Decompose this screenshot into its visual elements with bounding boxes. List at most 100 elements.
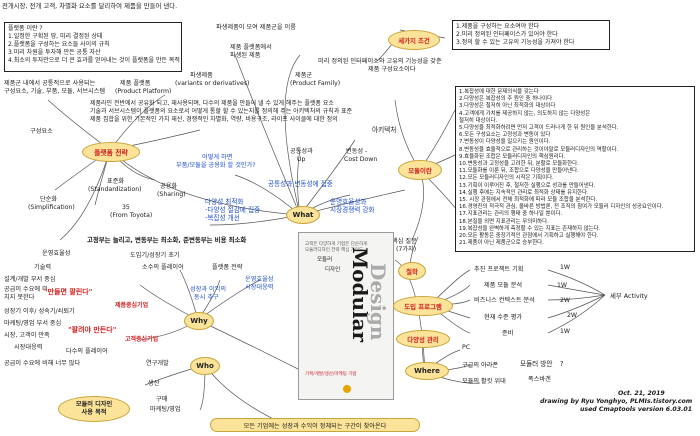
vw-mqb: 폭스바겐	[528, 376, 551, 383]
fixed-cost2: Up	[297, 156, 306, 163]
platform-def-line: 1.일정한 구획된 땅, 미리 결정된 상태	[8, 33, 103, 40]
why-label: Why	[190, 317, 208, 325]
tech: 기술력	[34, 264, 52, 271]
top-note: 전개시장, 전개 고객, 차별화 요소를 달리하여 제품을 만들어 낸다.	[2, 2, 178, 10]
philosophy-node[interactable]: 철학	[398, 262, 426, 280]
intro-program-node[interactable]: 도입 프로그램	[393, 296, 453, 316]
credit-tool: used Cmaptools version 6.03.01	[580, 406, 693, 413]
modular-purpose-node[interactable]: 모듈러 디자인 사용 목적	[58, 396, 130, 422]
variable-cost: 변동성 -	[346, 148, 368, 155]
modular-plan-q: ?	[560, 360, 564, 368]
product-platform-en: (Product Platform)	[115, 88, 172, 95]
supply2: 치지 못한다	[4, 294, 35, 301]
who-node[interactable]: Who	[190, 357, 220, 375]
platform-definition-box: 플랫폼 이란 ? 1.일정한 구획된 땅, 미리 결정된 상태 2.플랫폼을 구…	[4, 22, 182, 72]
biz-analysis: 비즈니스 컨텍스트 분석	[474, 297, 535, 304]
modular-benefit-node[interactable]: 모듈이란	[398, 160, 442, 180]
principle-line: 18.본질을 외면 지표관리는 무의미하다.	[459, 218, 549, 225]
variety-opt: 다양성 최적화	[205, 198, 244, 206]
simplification-en: (Simplification)	[28, 204, 75, 211]
variable-cost2: Cost Down	[344, 156, 378, 163]
where-node[interactable]: Where	[405, 362, 449, 380]
core-question2: (7가지)	[396, 246, 417, 253]
principle-line: 4.고객에게 가치를 제공하지 않는, 의도하지 않는 다양성은	[459, 110, 591, 117]
make-fast: "만들면 팔린다"	[44, 288, 93, 296]
core-question: 핵심 질문	[392, 238, 417, 245]
ops2: 시장경쟁력 강화	[330, 206, 375, 214]
pc: PC	[462, 344, 471, 351]
book-title-block: Modular Design	[348, 247, 391, 367]
principle-line: 14.실행 후에는 지속적인 관리로 최적화 상태를 유지한다.	[459, 189, 589, 196]
intro-program-label: 도입 프로그램	[404, 302, 442, 311]
product-platform-def: 제품군 내에서 공통적으로 사용되는	[4, 80, 96, 87]
book-small3: 모듈러디자인 전략 핵심 가이드	[305, 248, 364, 253]
book-sub1: 모듈러	[317, 257, 333, 263]
marketing: 마케팅/영업 부서 중심	[4, 320, 62, 327]
principle-line: 3.다양성은 철저히 아닌 최적화의 대상이다	[459, 103, 556, 110]
standardization-en: (Standardization)	[88, 186, 142, 193]
design-dev: 설계/개발 부서 중심	[4, 276, 56, 283]
platform-para3: 제품 집합을 위한 기본적인 가치 재산, 경쟁적인 차별화, 역량, 비용구조…	[90, 116, 338, 123]
platform-def-line: 플랫폼 이란 ?	[8, 25, 43, 32]
growth-pursuit: 성장과 이익의	[190, 286, 227, 293]
principle-line: 6.모든 구성요소는 고정성과 변동이 있다	[459, 132, 551, 139]
product-strategy: 플랫폼 전략	[212, 264, 243, 271]
fixed-cost: 공통성과	[290, 148, 313, 155]
product-platform-def2: 구성요소, 기술, 부품, 모듈, 서브시스템	[4, 88, 106, 95]
supply: 공급이 수요에 미	[4, 286, 48, 293]
modular-plan: 모듈러 방안	[520, 360, 553, 368]
why-node[interactable]: Why	[184, 312, 214, 330]
principle-line: 2.다양성은 복잡성의 주 원인 중 하나이다	[459, 96, 553, 103]
platform-strategy-node[interactable]: 플랫폼 전략	[82, 142, 140, 162]
derivative2: 파생된 제품	[230, 52, 261, 59]
book-small1: 고객은 다양하게 기업은 단순하게	[305, 242, 368, 247]
variety-mgmt-node[interactable]: 다양성 관리	[396, 330, 450, 348]
where-label: Where	[414, 367, 440, 375]
center-bar: 고정부는 늘리고, 변동부는 최소화, 준변동부는 비용 최소화	[87, 236, 247, 244]
many-sales: 다수의 플레이어	[66, 348, 108, 355]
product-centric: 제품중심기업	[115, 302, 149, 309]
market-growth: 시장대응력	[245, 284, 274, 291]
family: 제품군	[295, 72, 313, 79]
three-conditions-label: 세가지 조건	[398, 36, 430, 45]
principle-line: 철저히 대상이다.	[459, 117, 498, 124]
marketing-sales: 마케팅/영업	[150, 406, 181, 413]
ops-efficiency: 운영효율성	[42, 250, 71, 257]
variety-mgmt-label: 다양성 관리	[407, 335, 439, 344]
who-label: Who	[196, 362, 214, 370]
credit-author: drawing by Ryu Yonghyo, PLMIs.tistory.co…	[540, 398, 693, 405]
mod-analysis: 제품 모듈 분석	[484, 282, 523, 289]
platform-para1: 제품라인 전반에서 공유화 되고, 재사용되며, 다수의 제품을 만들어 낼 수…	[90, 100, 334, 107]
what-node[interactable]: What	[286, 206, 320, 224]
promote: 추진 프로젝트 기획	[474, 266, 524, 273]
rnd: 연구개발	[146, 360, 169, 367]
question-platform2: 부품/모듈을 공용화 할 것인가?	[176, 162, 256, 169]
seven-activity: 세부 Activity	[610, 292, 648, 300]
w2: 1W	[557, 282, 568, 289]
derivative: 제품 플랫폼에서	[230, 44, 272, 51]
publisher-logo-icon	[343, 385, 351, 393]
current-eval: 현재 수준 평가	[484, 314, 523, 321]
derivative-title: 파생제품	[190, 72, 213, 79]
family-en: (Product Family)	[290, 80, 341, 87]
principle-line: 11.모듈화를 이룬 뒤, 조합으로 다양성을 만들어낸다.	[459, 168, 579, 175]
customer-centric: 고객중심기업	[125, 336, 159, 343]
sharing: 공용화	[160, 183, 178, 190]
production: 생산	[148, 380, 160, 387]
variety-opt3: -복잡성 개선	[205, 214, 240, 222]
ops: 운영효율성과	[330, 198, 367, 206]
principle-line: 15. 시장 관점에서 전체 최적화에 따라 모듈 조합을 분석한다.	[459, 197, 598, 204]
variety-opt2: -다양성 절감에 집중	[205, 206, 261, 214]
philosophy-label: 철학	[406, 267, 418, 276]
principle-line: 20.모든 활동은 중장기적인 관점에서 기획하고 실행해야 한다.	[459, 233, 599, 240]
principle-line: 5.다양성을 최적화하려면 먼저 고객이 드러나게 한 뒤 원인을 분석한다.	[459, 125, 619, 132]
components: 구성요소	[30, 128, 53, 135]
book-title2: Design	[366, 263, 390, 341]
book-small2: 기획/개발/생산/마케팅 기법	[305, 372, 357, 377]
w4: 2W	[567, 312, 578, 319]
concentration: 공통성과 변동성에 집중	[268, 180, 333, 188]
three-conditions-node[interactable]: 세가지 조건	[388, 30, 440, 50]
interface-note2: 제품 구성요소이다	[368, 66, 416, 73]
sharing-en: (Sharing)	[157, 191, 186, 198]
few-players: 소수의 플레이어	[142, 264, 184, 271]
